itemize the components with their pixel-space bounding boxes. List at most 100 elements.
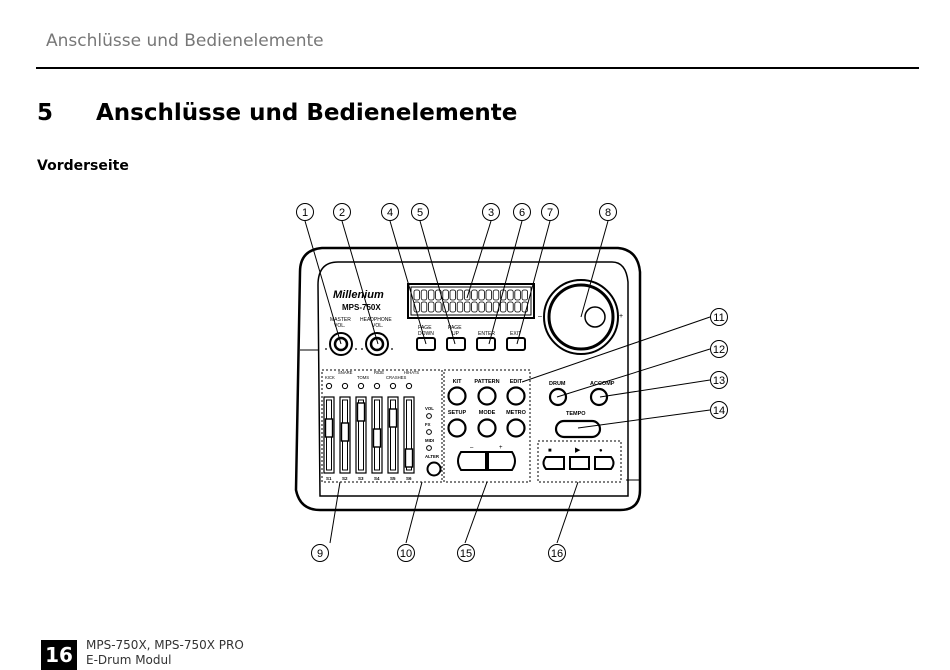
fader-led (341, 382, 349, 390)
callout-number: 8 (605, 207, 611, 219)
lcd-cell (463, 289, 471, 301)
callout-number: 16 (551, 548, 563, 560)
fader-channel-label: S3 (358, 476, 364, 481)
lcd-cell (442, 289, 449, 301)
mode-button-label: EDIT (510, 379, 523, 385)
accomp-button (589, 387, 609, 407)
wheel-minus-label: – (538, 313, 542, 320)
lcd-cell (507, 289, 514, 301)
fader-channel-label: S2 (342, 476, 348, 481)
callout-number: 3 (488, 207, 494, 219)
callout-circle (333, 203, 351, 221)
lcd-cell (514, 289, 521, 301)
lcd-cell (485, 301, 492, 313)
callout-number: 12 (713, 344, 725, 356)
callout-number: 14 (713, 405, 725, 417)
drum-button (548, 387, 568, 407)
model-label: MPS-750X (342, 303, 381, 312)
chapter-title: Anschlüsse und Bedienelemente (96, 100, 518, 126)
value-plus-label: + (499, 445, 503, 451)
leader-line (516, 220, 551, 345)
leader-line (488, 220, 523, 345)
running-header: Anschlüsse und Bedienelemente (46, 31, 324, 51)
record-button (594, 456, 615, 470)
master-vol-label-2: VOL. (334, 323, 345, 329)
callout-circle (482, 203, 500, 221)
lcd-cell (478, 289, 485, 301)
master-vol-label-1: MASTER (330, 317, 351, 323)
fader-cap (324, 418, 334, 438)
fader-slot (339, 396, 351, 474)
accomp-label: ACCOMP (590, 381, 615, 387)
callout-circle (296, 203, 314, 221)
fader-channel-label: S4 (374, 476, 380, 481)
lcd-display (407, 283, 535, 319)
callout-circle (457, 544, 475, 562)
alter-knob (426, 461, 442, 477)
leader-line (580, 220, 609, 318)
callout-circle (381, 203, 399, 221)
side-label: VOL (425, 406, 434, 411)
side-led (426, 429, 432, 435)
lcd-cell (435, 301, 442, 313)
page-up-label-1: PAGE (448, 325, 462, 331)
lcd-cell (413, 289, 420, 301)
fader-slot (403, 396, 415, 474)
page-down-label-1: PAGE (418, 325, 432, 331)
lcd-cell (449, 289, 456, 301)
tempo-button (554, 419, 602, 439)
fader-led (389, 382, 397, 390)
fader-track (390, 399, 396, 471)
callout-circle (311, 544, 329, 562)
mode-button (506, 386, 526, 406)
fader-cap (388, 408, 398, 428)
side-label: MIDI (425, 438, 434, 443)
page-down-button (416, 337, 436, 351)
fader-track (358, 399, 364, 471)
data-wheel (543, 279, 619, 355)
lcd-cell (427, 289, 435, 301)
callout-circle (710, 371, 728, 389)
fader-group-label: CRASHES (386, 375, 406, 380)
callout-number: 11 (713, 312, 724, 324)
fader-led (373, 382, 381, 390)
wheel-plus-label: + (619, 313, 623, 320)
callout-circle (599, 203, 617, 221)
callout-number: 2 (339, 207, 345, 219)
chapter-number: 5 (37, 100, 54, 126)
leader-line (419, 220, 456, 345)
callout-number: 9 (317, 548, 323, 560)
leader-line (304, 220, 342, 345)
lcd-cell (471, 289, 478, 301)
leader-line (329, 481, 341, 544)
mode-button-label: METRO (506, 410, 527, 416)
tempo-label: TEMPO (566, 411, 586, 417)
callout-circle (548, 544, 566, 562)
play-symbol: ▶ (575, 447, 581, 454)
enter-button (476, 337, 496, 351)
page-up-button (446, 337, 466, 351)
page-number: 16 (41, 640, 77, 670)
section-heading: Vorderseite (37, 158, 129, 174)
fader-led (405, 382, 413, 390)
fader-group-label: SNARE (338, 370, 353, 375)
fader-channel-label: S6 (406, 476, 412, 481)
lcd-cell (521, 289, 528, 301)
mode-button-label: MODE (479, 410, 496, 416)
header-rule (36, 67, 919, 69)
fader-cap (340, 422, 350, 442)
lcd-cell (420, 289, 428, 301)
callout-circle (710, 308, 728, 326)
value-rocker-buttons (457, 451, 516, 471)
mode-button (447, 386, 467, 406)
fader-slot (371, 396, 383, 474)
lcd-cell (485, 289, 492, 301)
fader-group-label: TOMS (357, 375, 369, 380)
leader-line (556, 348, 711, 398)
fader-track (406, 399, 412, 471)
exit-label: EXIT (510, 331, 521, 337)
callout-number: 10 (400, 548, 412, 560)
callout-number: 13 (713, 375, 725, 387)
drum-label: DRUM (549, 381, 566, 387)
callout-circle (513, 203, 531, 221)
